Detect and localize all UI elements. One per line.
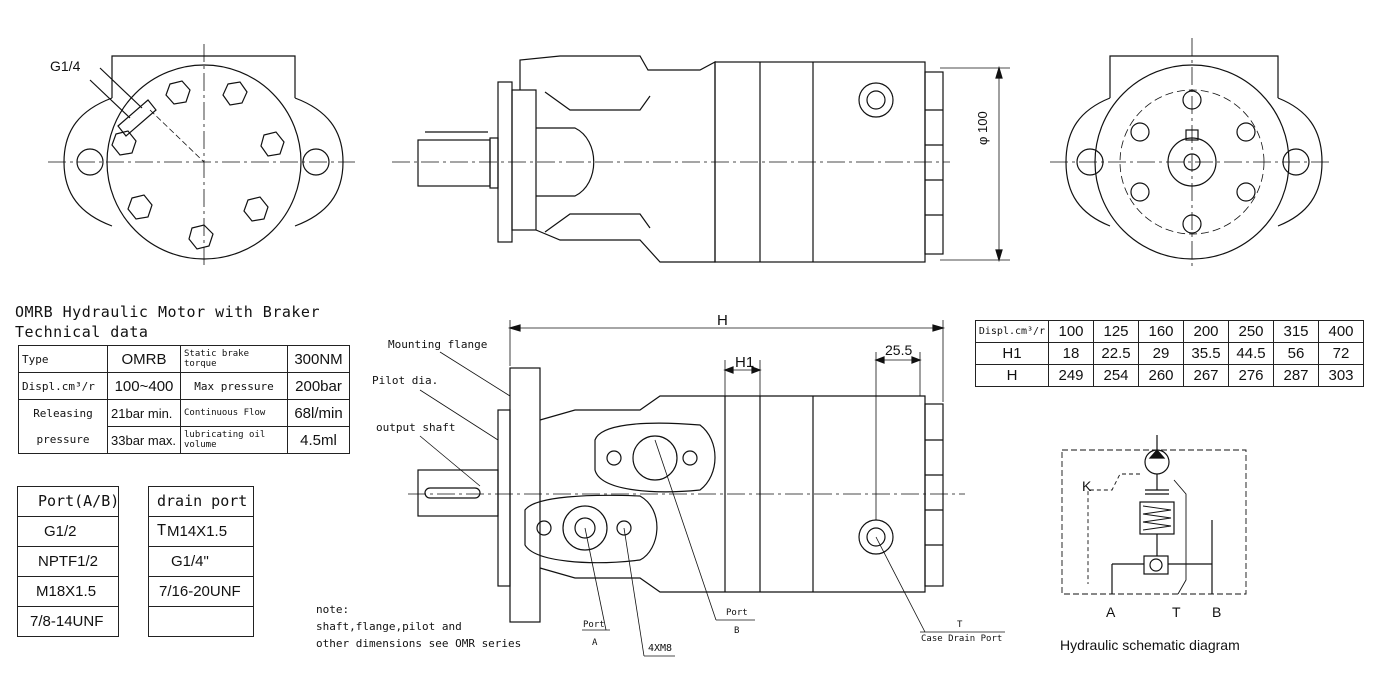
bolt-heads-left: [111, 80, 285, 250]
port-header: Port(A/B): [18, 487, 119, 517]
h-row-label: H: [975, 364, 1049, 387]
lubricating-value: 4.5ml: [287, 426, 350, 454]
h-cell: 287: [1273, 364, 1319, 387]
page-title: OMRB Hydraulic Motor with Braker: [15, 303, 320, 321]
h-cell: 267: [1183, 364, 1229, 387]
h1-row-label: H1: [975, 342, 1049, 365]
note-line-1: note:: [316, 603, 350, 616]
drain-value: G1/4": [149, 547, 253, 577]
releasing-label: Releasing: [18, 399, 108, 427]
brake-label: Static brake torque: [180, 345, 288, 373]
releasing-min: 21bar min.: [107, 399, 181, 427]
disp-col: 160: [1138, 320, 1184, 343]
h-cell: 276: [1228, 364, 1274, 387]
g14-label: G1/4: [50, 58, 81, 74]
flow-value: 68l/min: [287, 399, 350, 427]
disp-col: 400: [1318, 320, 1364, 343]
port-value: NPTF1/2: [18, 547, 118, 577]
max-pressure-label: Max pressure: [180, 372, 288, 400]
side-view-bottom: [408, 320, 1005, 657]
drain-header: drain port T: [149, 487, 253, 539]
type-label: Type: [18, 345, 108, 373]
note-line-3: other dimensions see OMR series: [316, 637, 522, 650]
disp-col: 200: [1183, 320, 1229, 343]
pressure-label: pressure: [18, 426, 108, 454]
port-a-bottom-label: A: [592, 638, 598, 648]
port-value: M18X1.5: [18, 577, 118, 607]
disp-row-label: Displ.cm³/r: [975, 320, 1049, 343]
schematic-b-label: B: [1212, 604, 1222, 620]
disp-col: 315: [1273, 320, 1319, 343]
drain-value: 7/16-20UNF: [149, 577, 253, 607]
port-value: G1/2: [18, 517, 118, 547]
displ-value: 100~400: [107, 372, 181, 400]
case-drain-label: Case Drain Port: [921, 634, 1003, 644]
h-cell: 260: [1138, 364, 1184, 387]
max-pressure-value: 200bar: [287, 372, 350, 400]
mounting-flange-label: Mounting flange: [388, 338, 488, 351]
phi100-label: φ 100: [975, 111, 990, 145]
port-b-bottom-label: B: [734, 626, 740, 636]
hydraulic-schematic: [1061, 435, 1247, 595]
port-a-top-label: Port: [583, 620, 605, 630]
h-cell: 303: [1318, 364, 1364, 387]
schematic-k-label: K: [1082, 478, 1092, 494]
type-value: OMRB: [107, 345, 181, 373]
disp-col: 250: [1228, 320, 1274, 343]
h-cell: 254: [1093, 364, 1139, 387]
disp-col: 100: [1048, 320, 1094, 343]
h1-cell: 72: [1318, 342, 1364, 365]
h1-cell: 29: [1138, 342, 1184, 365]
h1-cell: 35.5: [1183, 342, 1229, 365]
page-subtitle: Technical data: [15, 323, 149, 341]
port-table: Port(A/B) G1/2 NPTF1/2 M18X1.5 7/8-14UNF: [17, 486, 119, 637]
drain-value: [149, 607, 253, 636]
side-view-top: [392, 55, 1010, 263]
dim-h1-label: H1: [735, 354, 755, 371]
dim-25-5-label: 25.5: [885, 342, 913, 358]
pilot-dia-label: Pilot dia.: [372, 374, 439, 387]
h-cell: 249: [1048, 364, 1094, 387]
schematic-t-label: T: [1172, 604, 1181, 620]
displ-label: Displ.cm³/r: [18, 372, 108, 400]
h1-cell: 18: [1048, 342, 1094, 365]
h1-cell: 56: [1273, 342, 1319, 365]
output-shaft-label: output shaft: [376, 421, 456, 434]
bolt-label: 4XM8: [648, 643, 673, 654]
lubricating-label: lubricating oil volume: [180, 426, 288, 454]
schematic-a-label: A: [1106, 604, 1116, 620]
flow-label: Continuous Flow: [180, 399, 288, 427]
brake-value: 300NM: [287, 345, 350, 373]
port-value: 7/8-14UNF: [30, 613, 104, 630]
disp-col: 125: [1093, 320, 1139, 343]
drain-table: drain port T M14X1.5 G1/4" 7/16-20UNF: [148, 486, 254, 637]
front-view-left: [48, 44, 355, 268]
note-line-2: shaft,flange,pilot and: [316, 620, 462, 633]
displacement-table: Displ.cm³/r 100 125 160 200 250 315 400 …: [975, 320, 1364, 387]
h1-cell: 44.5: [1228, 342, 1274, 365]
port-b-top-label: Port: [726, 608, 748, 618]
rear-view-right: [1050, 38, 1330, 270]
dim-h-label: H: [717, 312, 728, 329]
releasing-max: 33bar max.: [107, 426, 181, 454]
schematic-caption: Hydraulic schematic diagram: [1060, 637, 1240, 653]
tech-data-table: Type OMRB Static brake torque 300NM Disp…: [18, 345, 350, 454]
drain-t-label: T: [957, 620, 963, 630]
drain-value: M14X1.5: [149, 517, 253, 547]
h1-cell: 22.5: [1093, 342, 1139, 365]
